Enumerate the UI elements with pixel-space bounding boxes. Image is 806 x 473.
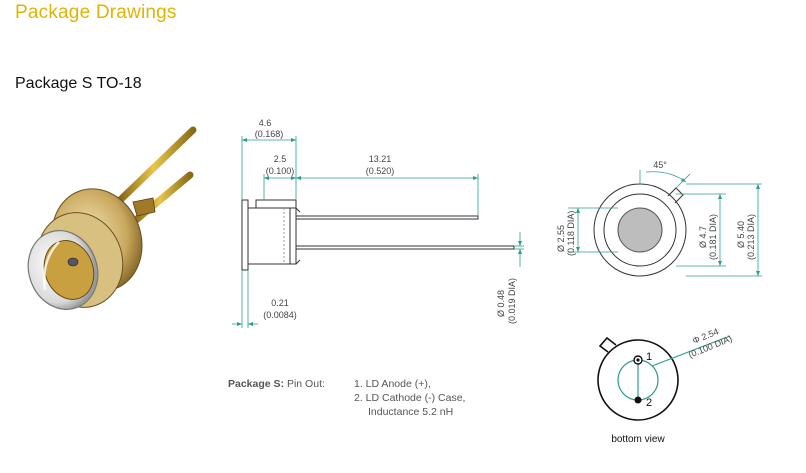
dim-width-in: (0.168) [255,129,284,139]
side-view-drawing: 4.6 (0.168) 2.5 (0.100) 13.21 (0.520) 0.… [232,118,524,328]
side-lead-top [295,215,479,220]
dim-width-mm: 4.6 [259,118,272,128]
pin-2 [634,396,642,404]
dim-window: Ø 2.55 [556,225,566,252]
front-cap-circle [603,193,677,267]
pinout-label: Package S: Pin Out: [228,377,325,391]
pin-2-label: 2 [646,397,652,409]
dim-base: Ø 5.40 [736,221,746,248]
pin-1-label: 1 [646,351,652,363]
pinout-item-3: Inductance 5.2 nH [368,406,454,418]
package-render [27,126,197,310]
pinout-item-1: 1. LD Anode (+), [354,378,431,390]
front-window [617,207,663,253]
package-subtitle: Package S TO-18 [15,75,142,92]
dim-cap-in: (0.100) [266,166,295,176]
bottom-view-label: bottom view [611,434,665,445]
package-tab [132,197,156,217]
pinout-item-2: 2. LD Cathode (-) Case, [354,392,466,404]
bottom-tab [598,336,617,353]
pinout-label-bold: Package S: [228,378,285,390]
side-flange [241,199,249,271]
bottom-base-circle [597,339,679,421]
lead-bottom [126,171,194,229]
dim-cap-mm: 2.5 [274,154,287,164]
dim-flange-mm: 0.21 [271,298,289,308]
bottom-view-drawing: 1 2 Φ 2.54 (0.100 DIA) bottom view [597,326,733,445]
front-view-drawing: 45° Ø 2.55 (0.118 DIA) Ø 4.7 (0.181 DIA)… [556,160,762,277]
dim-cap-in: (0.181 DIA) [708,214,718,260]
laser-chip [67,257,79,267]
side-cap [247,207,297,265]
dim-lead-mm: 13.21 [369,154,392,164]
dim-base-in: (0.213 DIA) [746,214,756,260]
window-highlight [43,241,60,291]
dim-pin-dia-in: (0.019 DIA) [507,278,517,324]
side-lead-bottom [295,245,515,250]
page-title: Package Drawings [15,2,177,23]
front-tab [667,187,684,204]
pinout-label-rest: Pin Out: [284,378,325,390]
pinout-items: 1. LD Anode (+), 2. LD Cathode (-) Case,… [354,377,465,419]
angle-label: 45° [653,160,667,170]
side-cap-top [255,199,297,209]
lead-top [111,126,197,209]
dim-pin-dia: Ø 0.48 [496,290,506,317]
dim-cap: Ø 4.7 [698,226,708,248]
dim-flange-in: (0.0084) [263,310,297,320]
dim-window-in: (0.118 DIA) [566,211,576,256]
dim-lead-in: (0.520) [366,166,395,176]
